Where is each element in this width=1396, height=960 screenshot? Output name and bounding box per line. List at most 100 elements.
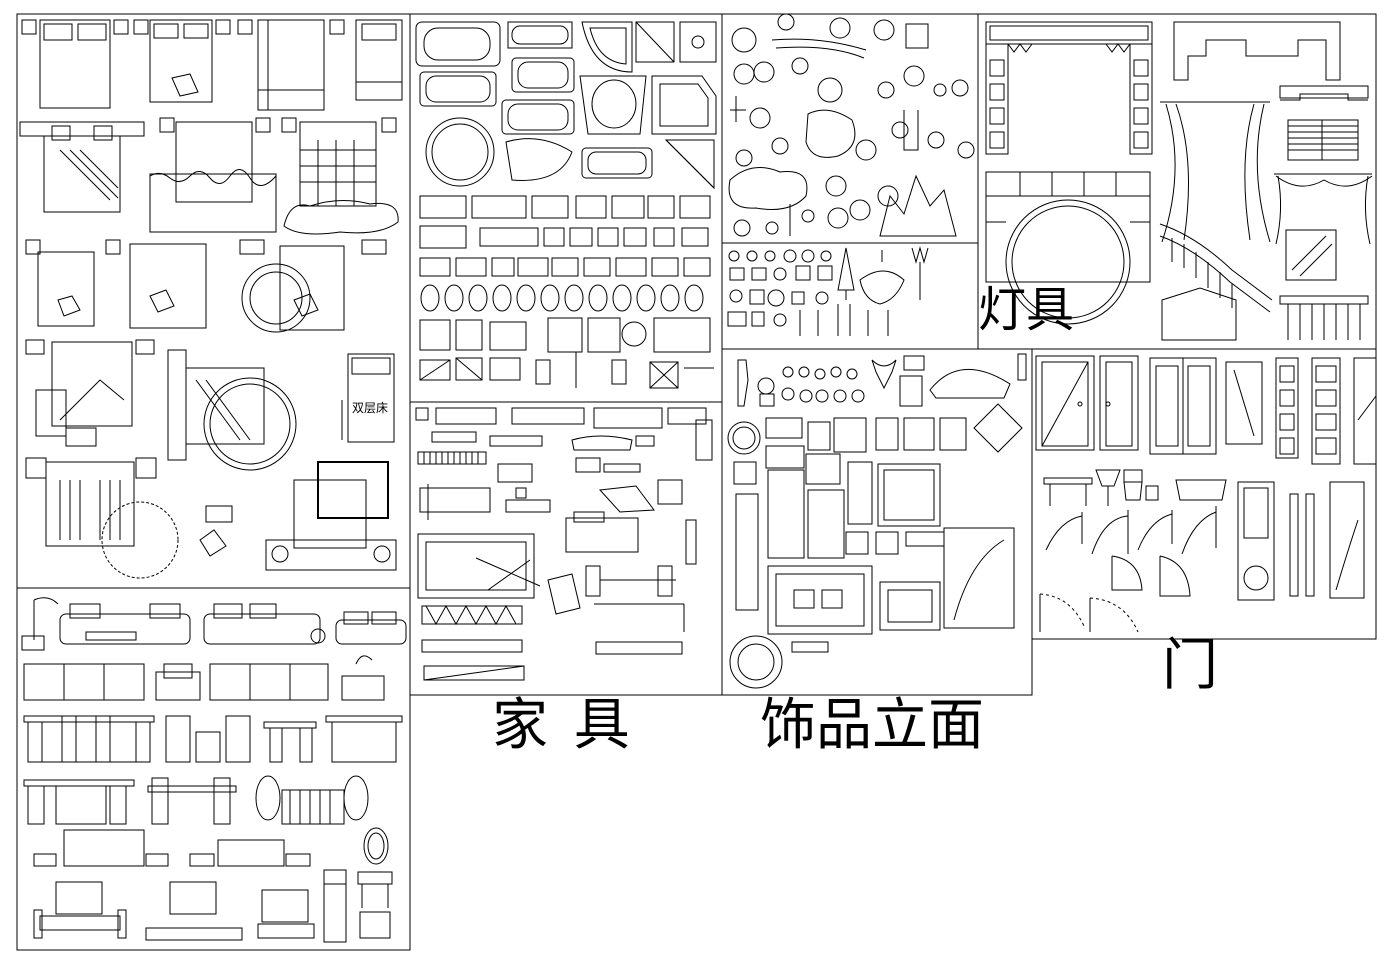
bathtub-icon (507, 21, 573, 49)
bathtub-icon (415, 21, 501, 67)
moon-gate-icon (985, 171, 1151, 325)
bed-plan-icon (25, 339, 155, 447)
toilet-row-icon (420, 284, 704, 312)
sofa-elevation-icon (155, 663, 201, 701)
tile-row-icon (419, 352, 714, 389)
door-swing-icon (1039, 506, 1217, 633)
screens-panel (985, 21, 1373, 341)
gym-bench-icon (419, 484, 551, 520)
chinese-screen-icon (985, 21, 1153, 155)
glass-panel-icon (1285, 229, 1337, 281)
door-elevation-icon (1225, 361, 1263, 445)
office-furniture-icon (421, 604, 523, 626)
bed-plan-icon (355, 19, 403, 101)
plant-plan-icon (728, 13, 975, 237)
sofa-elevation-icon (203, 603, 326, 645)
sink-row-icon (419, 195, 711, 249)
door-elevation-icon (1353, 357, 1377, 465)
bathtub-icon (511, 57, 575, 93)
panel-frames (16, 13, 1377, 951)
door-elevation-icon (1149, 357, 1217, 455)
billiard-table-icon (417, 533, 541, 599)
doors-panel (1035, 355, 1377, 633)
office-furniture-icon (421, 639, 525, 681)
staircase-icon (1159, 223, 1273, 341)
bath-panel (415, 21, 717, 389)
bathtub-icon (581, 21, 633, 73)
sofa-elevation-icon (335, 611, 407, 645)
bunk-bed-icon (341, 353, 395, 443)
dining-set-icon (263, 715, 403, 763)
door-elevation-icon (1275, 357, 1299, 459)
tv-cabinet-icon (33, 881, 127, 939)
round-table-icon (255, 775, 369, 825)
chair-icon (341, 655, 385, 701)
dining-set-icon (23, 715, 155, 763)
shower-icon (679, 21, 717, 63)
blind-icon (1287, 119, 1359, 161)
mirror-icon (363, 827, 389, 865)
bed-plan-icon (239, 239, 387, 333)
ornaments-panel (727, 353, 1027, 689)
air-conditioner-icon (323, 869, 347, 943)
sofa-elevation-icon (209, 663, 329, 701)
gym-equipment-icon (547, 565, 685, 632)
vanity-icon (357, 871, 393, 939)
ornament-elevation-icon (727, 353, 1027, 689)
floor-lamp-icon (21, 597, 59, 651)
sofas-panel (21, 597, 407, 943)
plants-panel (728, 13, 975, 237)
beds-panel (19, 19, 403, 579)
bed-plan-icon (265, 461, 397, 571)
tv-cabinet-icon (257, 889, 315, 939)
chair-icon (165, 715, 251, 763)
door-elevation-icon (1035, 355, 1095, 451)
chandelier-icon (727, 246, 929, 336)
appliance-row-icon (419, 317, 711, 353)
curtain-icon (1274, 173, 1373, 245)
desk-chair-icon (565, 485, 655, 553)
pillow-icon (199, 505, 233, 557)
lamps-label: 灯具 (978, 282, 1075, 338)
bed-elevation-icon (33, 829, 169, 867)
sofa-elevation-icon (23, 663, 145, 701)
furniture-label: 家 具 (492, 693, 634, 758)
shower-icon (635, 21, 675, 63)
stove-row-icon (419, 257, 711, 277)
piano-icon (417, 451, 487, 465)
bed-plan-icon (25, 239, 95, 327)
curtain-icon (1160, 101, 1271, 243)
bed-plan-icon (25, 457, 179, 579)
decor-elevation-label: 饰品立面 (760, 693, 984, 758)
bed-plan-icon (167, 349, 297, 471)
shower-icon (664, 139, 715, 190)
bed-elevation-icon (189, 839, 311, 867)
office-furniture-icon (595, 641, 683, 655)
door-elevation-icon (1311, 357, 1341, 465)
office-furniture-icon (497, 419, 713, 483)
bathtub-icon (651, 75, 717, 135)
chandeliers-panel (727, 246, 929, 336)
office-furniture-icon (657, 479, 697, 565)
door-elevation-icon (1099, 355, 1139, 451)
bathtub-icon (501, 99, 575, 135)
bed-plan-icon (105, 239, 207, 329)
bathtub-icon (505, 138, 573, 181)
carved-door-icon (1237, 481, 1365, 601)
sanitary-elevation-icon (1043, 469, 1227, 506)
bed-plan-icon (281, 117, 399, 235)
bed-plan-icon (237, 19, 345, 111)
office-furniture-icon (415, 407, 707, 429)
bathtub-icon (425, 117, 495, 187)
dining-set-icon (147, 777, 237, 825)
bathtub-icon (579, 75, 647, 135)
doors-label: 门 (1162, 633, 1218, 698)
bed-plan-icon (21, 19, 129, 109)
bed-plan-icon (133, 19, 231, 103)
bed-plan-icon (149, 117, 277, 233)
sofa-elevation-icon (59, 603, 191, 645)
bed-plan-icon (19, 121, 145, 213)
office-panel (415, 407, 713, 681)
bathtub-icon (419, 71, 497, 107)
